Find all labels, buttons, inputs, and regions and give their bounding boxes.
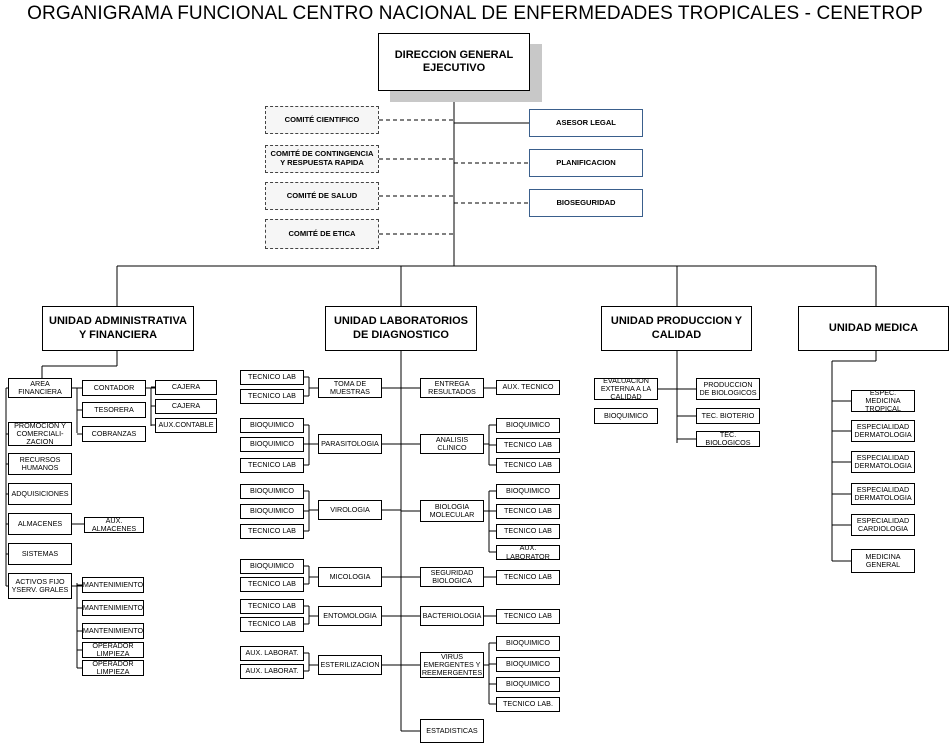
- lab-right-item-box: TECNICO LAB: [496, 570, 560, 585]
- medica-item-box: ESPEC. MEDICINA TROPICAL: [851, 390, 915, 412]
- lab-left-item-box: TECNICO LAB: [240, 599, 304, 614]
- lab-right-group-box: BACTERIOLOGIA: [420, 606, 484, 626]
- page-title: ORGANIGRAMA FUNCIONAL CENTRO NACIONAL DE…: [27, 3, 923, 24]
- contador-child-box: CAJERA: [155, 380, 217, 395]
- lab-right-group-box: LABORATORIO SEGURIDAD BIOLOGICA NIVEL3: [420, 567, 484, 587]
- lab-left-group-box: ESTERILIZACION: [318, 655, 382, 675]
- lab-right-item-box: BIOQUIMICO: [496, 657, 560, 672]
- lab-left-item-box: TECNICO LAB: [240, 370, 304, 385]
- lab-right-item-box: BIOQUIMICO: [496, 636, 560, 651]
- lab-left-item-box: BIOQUIMICO: [240, 559, 304, 574]
- lab-right-item-box: BIOQUIMICO: [496, 677, 560, 692]
- activos-child-box: MANTENIMIENTO: [82, 577, 144, 593]
- prod-right-box: TEC. BIOTERIO: [696, 408, 760, 424]
- comite-cientifico-box: COMITÉ CIENTIFICO: [265, 106, 379, 134]
- lab-left-item-box: BIOQUIMICO: [240, 484, 304, 499]
- admin-area-box: SISTEMAS: [8, 543, 72, 565]
- lab-right-group-box: VIRUS EMERGENTES Y REEMERGENTES: [420, 652, 484, 678]
- comite-salud-box: COMITÉ DE SALUD: [265, 182, 379, 210]
- medica-item-box: ESPECIALIDAD CARDIOLOGIA: [851, 514, 915, 536]
- prod-right-box: PRODUCCION DE BIOLOGICOS: [696, 378, 760, 400]
- planificacion-box: PLANIFICACION: [529, 149, 643, 177]
- lab-right-item-box: TECNICO LAB: [496, 524, 560, 539]
- admin-area-box: ALMACENES: [8, 513, 72, 535]
- director-general-box: DIRECCION GENERAL EJECUTIVO: [378, 33, 530, 91]
- lab-left-item-box: BIOQUIMICO: [240, 437, 304, 452]
- lab-right-item-box: TECNICO LAB.: [496, 697, 560, 712]
- prod-right-box: TEC. BIOLOGICOS: [696, 431, 760, 447]
- lab-left-item-box: TECNICO LAB: [240, 524, 304, 539]
- lab-left-group-box: TOMA DE MUESTRAS: [318, 378, 382, 398]
- lab-left-group-box: MICOLOGIA: [318, 567, 382, 587]
- financiera-child-box: TESORERA: [82, 402, 146, 418]
- aux-almacenes-box: AUX. ALMACENES: [84, 517, 144, 533]
- medica-item-box: ESPECIALIDAD DERMATOLOGIA: [851, 420, 915, 442]
- lab-right-item-box: AUX. TECNICO: [496, 380, 560, 395]
- lab-right-group-box: ANALISIS CLINICO: [420, 434, 484, 454]
- admin-area-box: ACTIVOS FIJO YSERV. GRALES: [8, 573, 72, 599]
- activos-child-box: OPERADOR LIMPIEZA: [82, 660, 144, 676]
- lab-right-item-box: BIOQUIMICO: [496, 418, 560, 433]
- lab-right-group-box: BIOLOGIA MOLECULAR: [420, 500, 484, 522]
- comite-etica-box: COMITÉ DE ETICA: [265, 219, 379, 249]
- admin-area-box: ADQUISICIONES: [8, 483, 72, 505]
- lab-left-group-box: ENTOMOLOGIA: [318, 606, 382, 626]
- unidad-medica-box: UNIDAD MEDICA: [798, 306, 949, 351]
- bioseguridad-box: BIOSEGURIDAD: [529, 189, 643, 217]
- unidad-produccion-box: UNIDAD PRODUCCION Y CALIDAD: [601, 306, 752, 351]
- admin-area-box: AREA FINANCIERA: [8, 378, 72, 398]
- financiera-child-box: CONTADOR: [82, 380, 146, 396]
- contador-child-box: CAJERA: [155, 399, 217, 414]
- lab-right-item-box: TECNICO LAB: [496, 458, 560, 473]
- activos-child-box: MANTENIMIENTO: [82, 623, 144, 639]
- lab-left-item-box: AUX. LABORAT.: [240, 664, 304, 679]
- lab-left-group-box: PARASITOLOGIA: [318, 434, 382, 454]
- lab-left-item-box: TECNICO LAB: [240, 458, 304, 473]
- unidad-laboratorios-box: UNIDAD LABORATORIOS DE DIAGNOSTICO: [325, 306, 477, 351]
- contador-child-box: AUX.CONTABLE: [155, 418, 217, 433]
- admin-area-box: RECURSOS HUMANOS: [8, 453, 72, 475]
- lab-left-item-box: AUX. LABORAT.: [240, 646, 304, 661]
- lab-right-item-box: BIOQUIMICO: [496, 484, 560, 499]
- lab-right-group-box: ENTREGA RESULTADOS: [420, 378, 484, 398]
- activos-child-box: OPERADOR LIMPIEZA: [82, 642, 144, 658]
- lab-left-item-box: TECNICO LAB: [240, 389, 304, 404]
- medica-item-box: ESPECIALIDAD DERMATOLOGIA: [851, 483, 915, 505]
- lab-left-item-box: BIOQUIMICO: [240, 504, 304, 519]
- financiera-child-box: COBRANZAS: [82, 426, 146, 442]
- lab-right-item-box: TECNICO LAB: [496, 609, 560, 624]
- lab-left-item-box: BIOQUIMICO: [240, 418, 304, 433]
- evaluacion-externa-box: EVALUACION EXTERNA A LA CALIDAD: [594, 378, 658, 400]
- lab-right-item-box: AUX. LABORATOR: [496, 545, 560, 560]
- prod-bioquimico-box: BIOQUIMICO: [594, 408, 658, 424]
- admin-area-box: PROMOCION Y COMERCIALI-ZACION: [8, 422, 72, 446]
- estadisticas-box: ESTADISTICAS: [420, 719, 484, 743]
- comite-contingencia-box: COMITÉ DE CONTINGENCIA Y RESPUESTA RAPID…: [265, 145, 379, 173]
- lab-right-item-box: TECNICO LAB: [496, 438, 560, 453]
- medica-item-box: ESPECIALIDAD DERMATOLOGIA: [851, 451, 915, 473]
- medica-item-box: MEDICINA GENERAL: [851, 549, 915, 573]
- activos-child-box: MANTENIMIENTO: [82, 600, 144, 616]
- lab-left-group-box: VIROLOGIA: [318, 500, 382, 520]
- lab-right-item-box: TECNICO LAB: [496, 504, 560, 519]
- unidad-administrativa-box: UNIDAD ADMINISTRATIVA Y FINANCIERA: [42, 306, 194, 351]
- lab-left-item-box: TECNICO LAB: [240, 577, 304, 592]
- lab-left-item-box: TECNICO LAB: [240, 617, 304, 632]
- asesor-legal-box: ASESOR LEGAL: [529, 109, 643, 137]
